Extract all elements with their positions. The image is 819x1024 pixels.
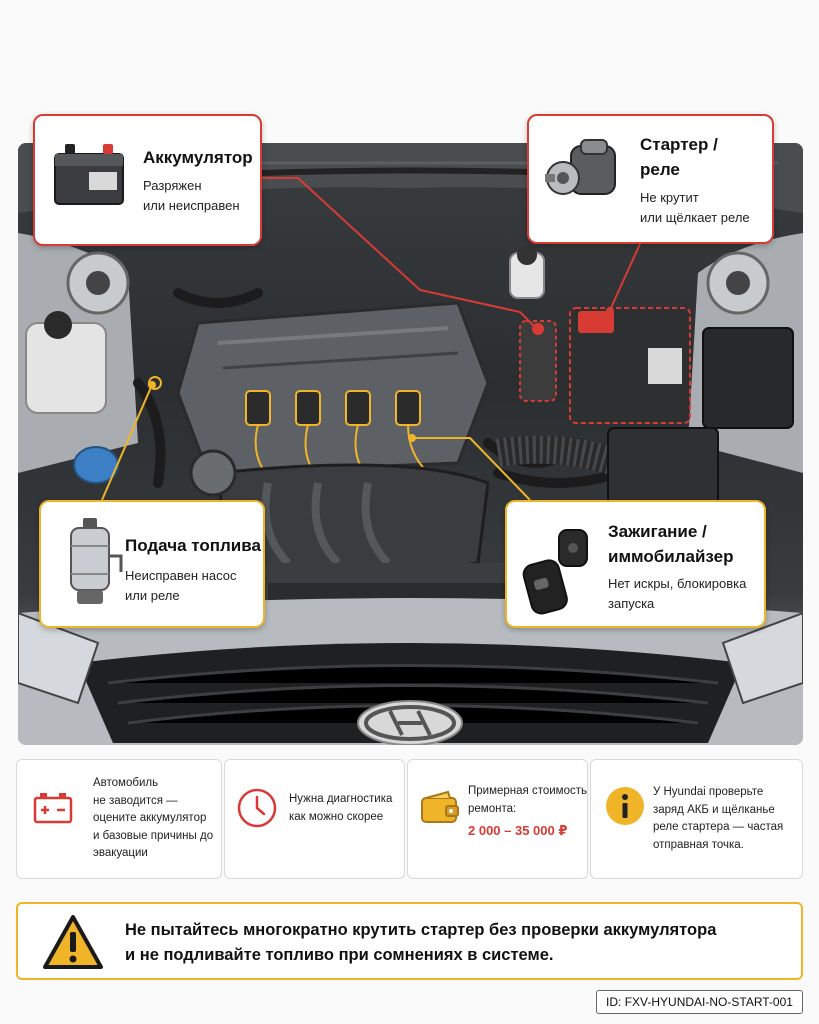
fuel-desc-line1: Неисправен насос <box>125 568 237 583</box>
callout-starter: Стартер / реле Не крутит или щёлкает рел… <box>527 114 774 244</box>
battery-outline-icon <box>33 793 73 824</box>
battery-title: Аккумулятор <box>143 148 253 167</box>
info2-line1: Нужна диагностика <box>289 793 393 805</box>
clock-icon <box>237 788 277 828</box>
ignition-desc-line1: Нет искры, блокировка <box>608 576 747 591</box>
fuel-desc-line2: или реле <box>125 588 180 603</box>
starter-motor-icon <box>545 139 616 195</box>
info1-line1: Автомобиль <box>93 777 159 789</box>
info4-line1: У Hyundai проверьте <box>653 786 764 798</box>
callout-battery: Аккумулятор Разряжен или неисправен <box>33 114 262 246</box>
car-key-icon <box>522 529 588 615</box>
fuel-title: Подача топлива <box>125 536 261 555</box>
info2-line2: как можно скорее <box>289 810 384 823</box>
battery-icon <box>54 144 124 205</box>
starter-title-line2: реле <box>640 160 680 179</box>
warning-triangle-icon <box>43 915 103 969</box>
info4-line4: отправная точка. <box>653 838 744 851</box>
info4-line2: заряд АКБ и щёлканье <box>653 803 775 816</box>
callout-fuel-supply: Подача топлива Неисправен насос или реле <box>39 500 265 628</box>
starter-desc-line2: или щёлкает реле <box>640 210 750 225</box>
info1-line2: не заводится — <box>93 794 178 807</box>
warning-line2: и не подливайте топливо при сомнениях в … <box>125 946 554 964</box>
document-id-label: ID: FXV-HYUNDAI-NO-START-001 <box>596 990 803 1014</box>
info1-line3: оцените аккумулятор <box>93 812 207 824</box>
info-box-no-start: Автомобиль не заводится — оцените аккуму… <box>16 759 222 879</box>
info3-line1: Примерная стоимость <box>468 785 587 797</box>
warning-line1: Не пытайтесь многократно крутить стартер… <box>125 921 717 939</box>
starter-title-line1: Стартер / <box>640 135 718 154</box>
ignition-desc-line2: запуска <box>608 596 655 611</box>
info1-line5: эвакуации <box>93 847 148 859</box>
ignition-title-line1: Зажигание / <box>608 522 707 541</box>
info1-line4: и базовые причины до <box>93 829 214 842</box>
starter-desc-line1: Не крутит <box>640 190 699 205</box>
repair-cost-range: 2 000 – 35 000 ₽ <box>468 823 568 838</box>
ignition-title-line2: иммобилайзер <box>608 547 734 566</box>
info-box-hyundai-tip: У Hyundai проверьте заряд АКБ и щёлканье… <box>590 759 803 879</box>
fuel-pump-icon <box>70 518 123 604</box>
info4-line3: реле стартера — частая <box>653 821 784 833</box>
warning-banner: Не пытайтесь многократно крутить стартер… <box>16 902 803 980</box>
info-icon <box>606 787 644 825</box>
battery-desc-line2: или неисправен <box>143 198 240 213</box>
info3-line2: ремонта: <box>468 802 517 815</box>
battery-desc-line1: Разряжен <box>143 178 202 193</box>
info-box-diagnostics: Нужна диагностика как можно скорее <box>224 759 405 879</box>
wallet-icon <box>421 790 459 823</box>
callout-ignition-immobilizer: Зажигание / иммобилайзер Нет искры, блок… <box>505 500 766 628</box>
info-box-cost: Примерная стоимость ремонта: 2 000 – 35 … <box>407 759 588 879</box>
